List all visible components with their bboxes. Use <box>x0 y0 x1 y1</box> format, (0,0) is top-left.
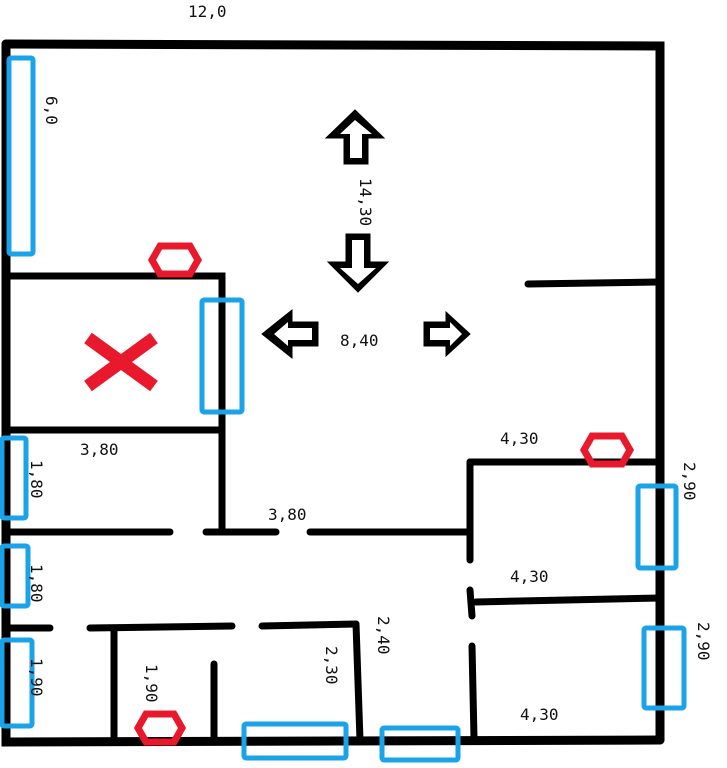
label-mid-height-b: 2,30 <box>322 646 341 685</box>
window-bottom-b <box>379 725 461 763</box>
label-room1-width: 3,80 <box>80 440 119 459</box>
window-left-b <box>0 543 31 609</box>
walls <box>1 39 665 747</box>
arrows <box>261 109 471 360</box>
label-small-height: 1,90 <box>142 664 161 703</box>
window-bottom-a <box>241 721 349 761</box>
corridor-bottom-wall <box>4 620 360 632</box>
hexagon-marker-icon <box>579 432 635 468</box>
room-top-left-walls <box>4 272 226 434</box>
window-right-b <box>641 625 687 711</box>
label-right-room1-height: 2,90 <box>680 462 699 501</box>
window-left-top <box>6 55 36 257</box>
window-room-right <box>199 297 245 415</box>
cross-icon <box>84 332 158 392</box>
label-mid-height-a: 2,40 <box>374 616 393 655</box>
window-left-c <box>0 637 35 729</box>
label-room1-height: 1,80 <box>27 460 46 499</box>
right-rooms-partition <box>472 594 664 606</box>
label-hall-width: 8,40 <box>340 331 379 350</box>
outer-wall-left-bottom <box>1 39 665 747</box>
label-top-width: 12,0 <box>188 2 227 21</box>
label-right-room3-height: 2,90 <box>694 622 713 661</box>
label-right-room1-width: 4,30 <box>500 429 539 448</box>
label-corridor-width: 3,80 <box>268 505 307 524</box>
label-room3-height: 1,90 <box>27 658 46 697</box>
label-corridor-length: 14,30 <box>356 178 375 226</box>
window-left-a <box>0 435 29 521</box>
markers <box>133 242 635 746</box>
windows <box>0 55 687 763</box>
hexagon-marker-icon <box>133 710 187 746</box>
label-right-room3-width: 4,30 <box>520 705 559 724</box>
dimension-labels: 12,0 6,0 14,30 8,40 3,80 1,80 3,80 1,80 … <box>27 2 713 724</box>
hexagon-marker-icon <box>147 242 203 278</box>
partition-right-upper <box>524 278 662 288</box>
right-rooms-left-wall <box>466 458 478 742</box>
outer-wall-top-right <box>1 39 665 473</box>
wall-mid-room <box>352 620 364 744</box>
label-room2-height: 1,80 <box>27 564 46 603</box>
label-right-room2-width: 4,30 <box>510 567 549 586</box>
label-left-window: 6,0 <box>42 96 61 125</box>
window-right-a <box>635 483 679 571</box>
